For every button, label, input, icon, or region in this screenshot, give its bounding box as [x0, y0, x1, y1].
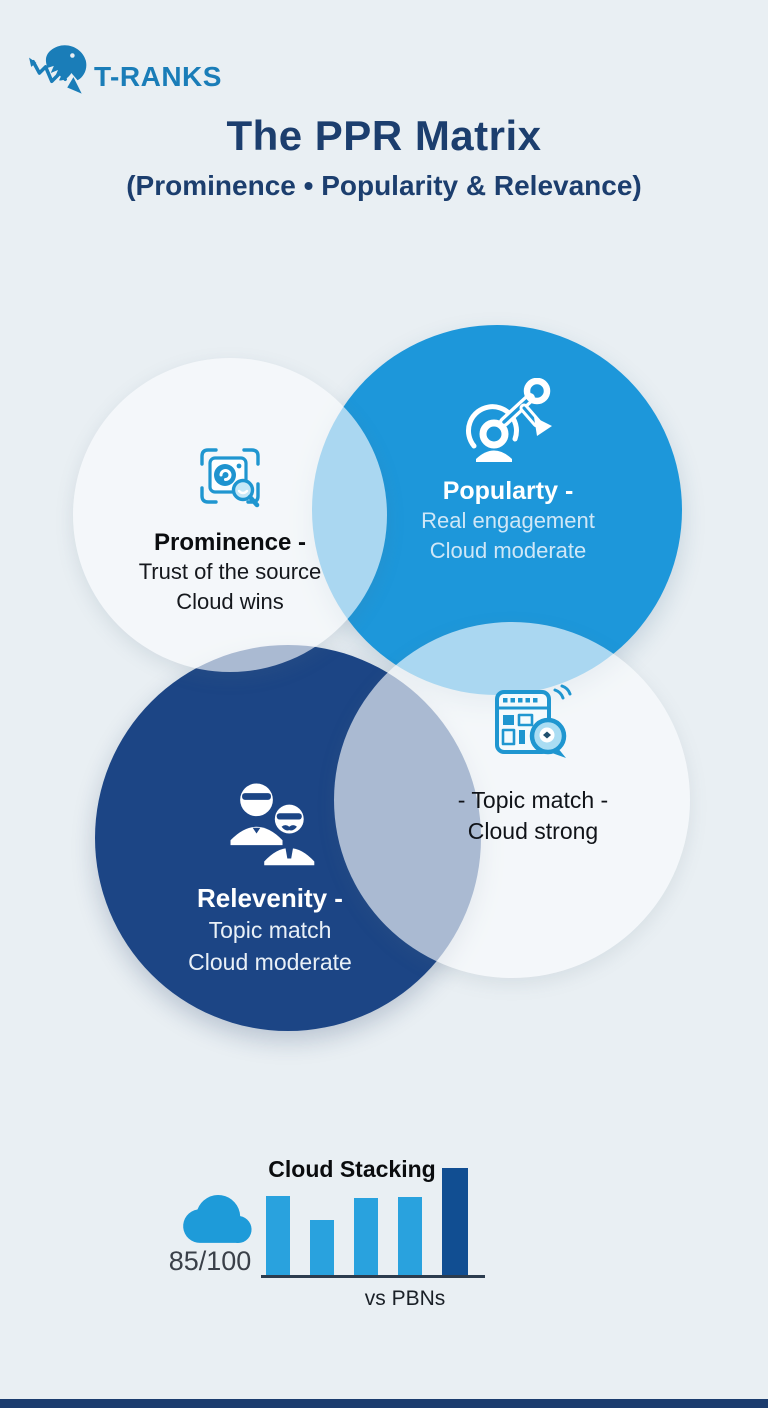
circle-prominence — [73, 358, 387, 672]
image-scan-search-icon — [196, 448, 264, 516]
prominence-line2: Cloud wins — [176, 589, 284, 614]
topic-match-line2: Cloud strong — [467, 818, 599, 844]
topic-match-group: - Topic match - Cloud strong — [403, 684, 663, 847]
bar — [398, 1197, 422, 1275]
site-grid-search-icon — [491, 684, 575, 770]
cloud-icon — [164, 1184, 256, 1255]
chart-baseline — [261, 1275, 485, 1278]
popularity-title: Popularty - — [442, 477, 574, 505]
cloud-score: 85/100 — [168, 1246, 252, 1276]
relevance-line1: Topic match — [208, 917, 332, 943]
page-subtitle: (Prominence • Popularity & Relevance) — [126, 170, 642, 201]
prominence-group: Prominence - Trust of the source Cloud w… — [80, 444, 380, 617]
relevance-line2: Cloud moderate — [188, 949, 352, 975]
page-title: The PPR Matrix — [226, 112, 542, 159]
popularity-line2: Cloud moderate — [429, 538, 587, 563]
bar — [354, 1198, 378, 1275]
influencer-network-icon — [462, 377, 554, 466]
brand-logo: T-RANKS — [26, 42, 222, 102]
bar — [442, 1168, 468, 1275]
popularity-line1: Real engagement — [421, 508, 595, 533]
brand-name: T-RANKS — [94, 61, 222, 92]
bar-chart — [266, 1168, 480, 1275]
circle-topic-match — [334, 622, 690, 978]
bar — [266, 1196, 290, 1275]
chart-title: Cloud Stacking — [268, 1156, 436, 1182]
footer-bar — [0, 1399, 768, 1408]
prominence-title: Prominence - — [153, 529, 307, 556]
topic-match-line1: - Topic match - — [457, 787, 609, 813]
prominence-line1: Trust of the source — [138, 559, 322, 584]
two-people-icon — [218, 783, 322, 870]
chart-footnote: vs PBNs — [364, 1287, 446, 1310]
bar — [310, 1220, 334, 1275]
relevance-group: Relevenity - Topic match Cloud moderate — [138, 776, 402, 978]
shark-trend-arrow-icon — [26, 42, 92, 102]
relevance-title: Relevenity - — [197, 883, 343, 913]
popularity-group: Popularty - Real engagement Cloud modera… — [380, 377, 636, 566]
